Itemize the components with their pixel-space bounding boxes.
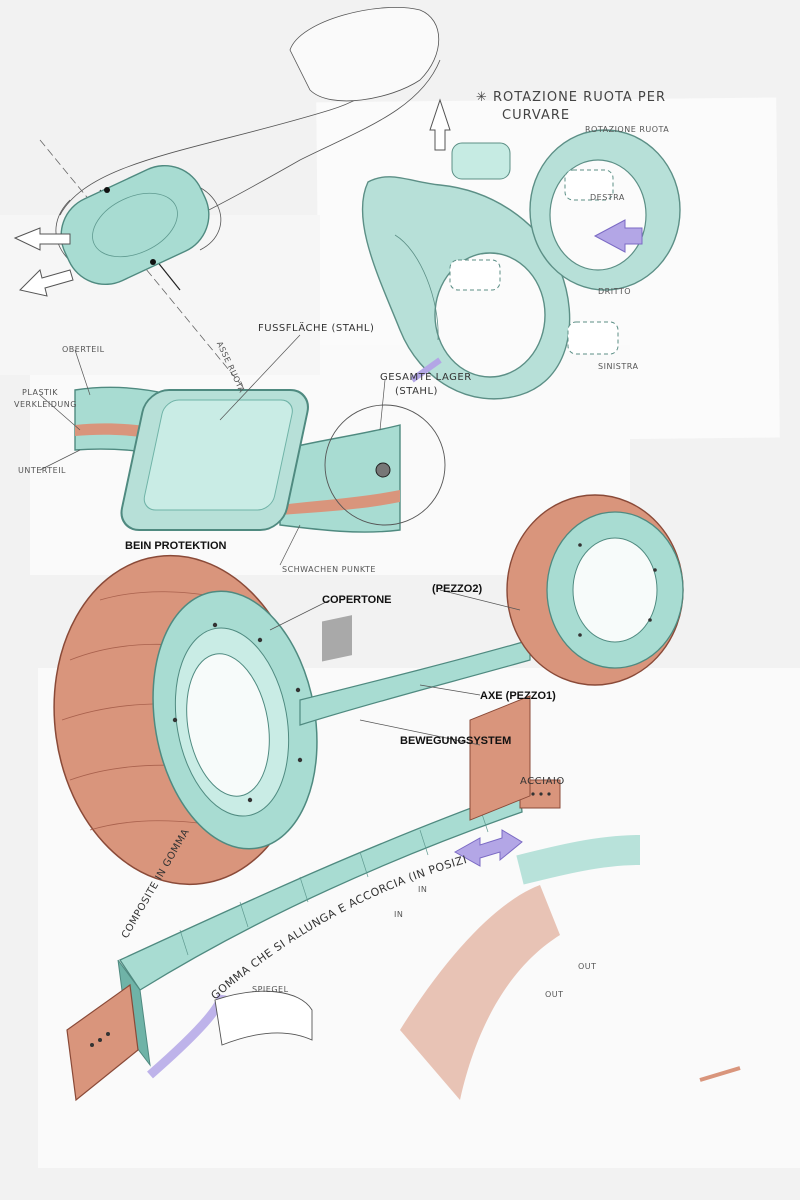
direction-arrows-top-left xyxy=(13,227,74,297)
label-gesamte-lager: GESAMTE LAGER xyxy=(380,372,472,383)
label-oberteil: OBERTEIL xyxy=(62,345,105,354)
label-sinistra: SINISTRA xyxy=(598,362,639,371)
label-schwachen-punkte: SCHWACHEN PUNKTE xyxy=(282,565,376,574)
label-axe: AXE (PEZZO1) xyxy=(480,690,556,702)
label-out-2: OUT xyxy=(545,990,564,999)
label-in-1: IN xyxy=(418,885,428,894)
label-bewegungsystem: BEWEGUNGSYSTEM xyxy=(400,735,512,747)
label-destra: DESTRA xyxy=(590,193,625,202)
rotation-note-line2: CURVARE xyxy=(502,108,571,123)
label-plastik: PLASTIK xyxy=(22,388,59,397)
composite-band-sketch xyxy=(66,695,741,1102)
axis-wheel-body xyxy=(60,164,210,286)
leg-protection-sketch xyxy=(74,357,446,533)
label-rotazione-ruota: ROTAZIONE RUOTA xyxy=(585,125,670,134)
rotation-note-line1: ✳ ROTAZIONE RUOTA PER xyxy=(476,90,666,105)
label-gesamte-stahl: (STAHL) xyxy=(395,386,438,397)
label-bein-protektion: BEIN PROTEKTION xyxy=(125,540,227,552)
wheel-steering-sketch xyxy=(361,98,681,400)
label-unterteil: UNTERTEIL xyxy=(18,466,67,475)
label-out-1: OUT xyxy=(578,962,597,971)
label-copertone: COPERTONE xyxy=(322,594,392,606)
label-fussflache: FUSSFLÄCHE (STAHL) xyxy=(258,323,375,334)
label-pezzo2: (PEZZO2) xyxy=(432,583,483,595)
label-in-2: IN xyxy=(394,910,404,919)
label-spiegel: SPIEGEL xyxy=(252,985,289,994)
wheel-system-sketch xyxy=(53,494,684,886)
label-acciaio: ACCIAIO xyxy=(520,776,565,787)
leader-lines xyxy=(39,334,521,746)
label-verkleidung: VERKLEIDUNG xyxy=(14,400,77,409)
label-dritto: DRITTO xyxy=(598,287,632,296)
